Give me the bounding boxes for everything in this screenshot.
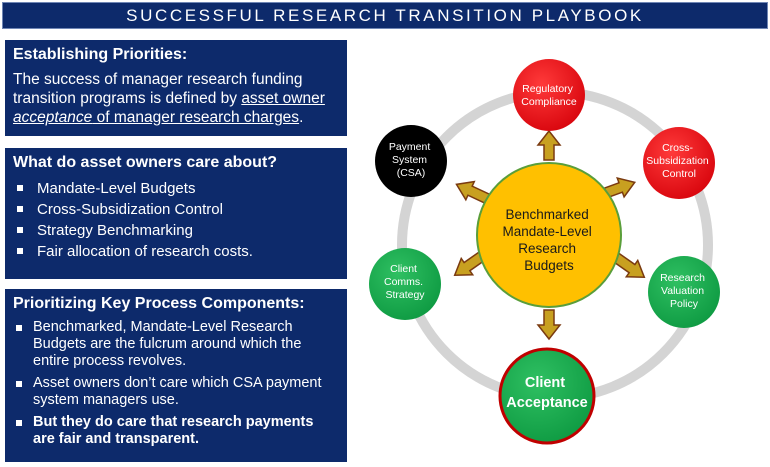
list-item: Strategy Benchmarking (13, 220, 339, 241)
list-item: But they do care that research payments … (13, 414, 339, 448)
establishing-priorities-heading: Establishing Priorities: (13, 46, 188, 63)
underline-italic: acceptance (13, 109, 93, 126)
underline-rest: of manager research charges (92, 109, 300, 126)
research-valuation-policy-label: Research Valuation Policy (660, 272, 708, 310)
client-comms-strategy-label: Client Comms. Strategy (384, 263, 426, 301)
priorities-text-lead: The success of manager research funding … (13, 71, 303, 107)
page-title: SUCCESSFUL RESEARCH TRANSITION PLAYBOOK (126, 6, 644, 25)
establishing-priorities-text: The success of manager research funding … (13, 70, 339, 127)
list-item: Cross-Subsidization Control (13, 199, 339, 220)
payment-system-csa-label: Payment System (CSA) (389, 141, 433, 179)
center-line-4: Budgets (524, 258, 574, 273)
establishing-priorities-panel: Establishing Priorities: The success of … (5, 40, 347, 136)
client-acceptance-label: Client Acceptance (506, 375, 587, 411)
client-comms-strategy-node (369, 248, 441, 320)
center-line-1: Benchmarked (505, 207, 588, 222)
cross-subsidization-control-label: Cross- Subsidization Control (646, 142, 711, 180)
key-process-components-list: Benchmarked, Mandate-Level Research Budg… (13, 319, 339, 448)
asset-owners-care-list: Mandate-Level Budgets Cross-Subsidizatio… (13, 178, 339, 262)
center-node (476, 162, 622, 308)
priorities-text-end: . (299, 109, 304, 126)
client-acceptance-node (498, 347, 596, 445)
asset-owners-care-panel: What do asset owners care about? Mandate… (5, 148, 347, 279)
list-item: Benchmarked, Mandate-Level Research Budg… (13, 319, 339, 370)
center-line-2: Mandate-Level (502, 224, 591, 239)
key-process-components-heading: Prioritizing Key Process Components: (13, 295, 305, 312)
page-banner: SUCCESSFUL RESEARCH TRANSITION PLAYBOOK (2, 2, 768, 29)
research-valuation-policy-node (648, 256, 720, 328)
list-item: Asset owners don’t care which CSA paymen… (13, 375, 339, 409)
underline-plain: asset owner (241, 90, 325, 107)
list-item: Mandate-Level Budgets (13, 178, 339, 199)
cross-subsidization-control-node (643, 127, 715, 199)
asset-owner-acceptance-underline: asset owner acceptance of manager resear… (13, 90, 325, 126)
center-to-client-acceptance-arrow (536, 309, 562, 341)
payment-system-csa-node (375, 125, 447, 197)
center-line-3: Research (518, 241, 576, 256)
regulatory-compliance-node (513, 59, 585, 131)
regulatory-compliance-label: Regulatory Compliance (521, 83, 577, 108)
center-node-label: Benchmarked Mandate-Level Research Budge… (502, 207, 595, 273)
asset-owners-care-heading: What do asset owners care about? (13, 154, 278, 171)
key-process-components-panel: Prioritizing Key Process Components: Ben… (5, 289, 347, 462)
list-item: Fair allocation of research costs. (13, 241, 339, 262)
center-to-regulatory-arrow (536, 129, 562, 161)
